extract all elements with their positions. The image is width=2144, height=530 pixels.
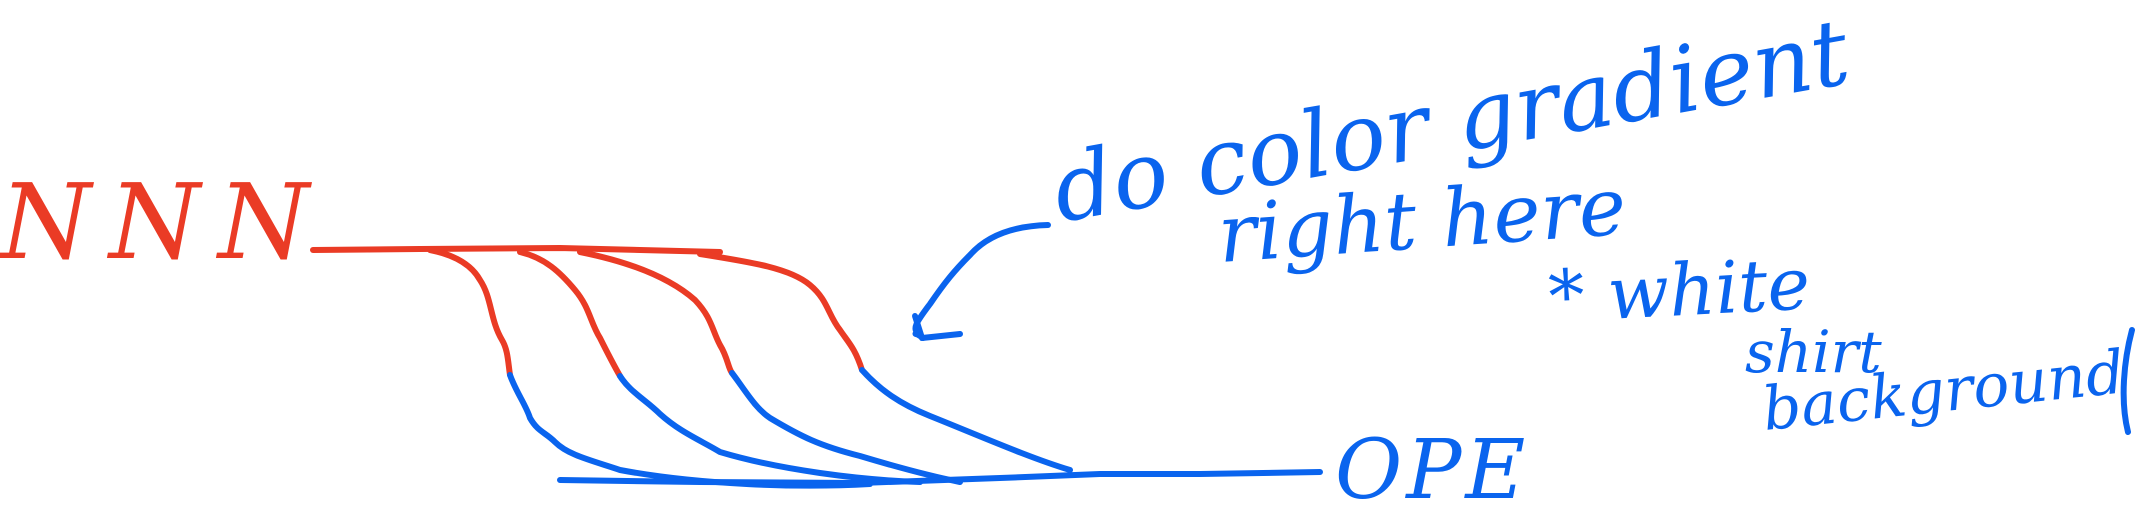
branch-1-blue [507, 372, 873, 489]
right-label: OPE [1335, 423, 1529, 518]
note-line-1: * white [1546, 241, 1812, 339]
main-blue-line [557, 469, 1323, 486]
branch-2-red [517, 249, 623, 379]
main-red-line [310, 245, 723, 255]
branch-1-red [427, 247, 513, 378]
annotation-arrow-shaft [912, 222, 1051, 341]
branch-3-red [577, 249, 735, 376]
branch-2-blue [617, 373, 923, 485]
annotation-arrow-head [912, 313, 963, 341]
note-stroke [2120, 327, 2135, 435]
branch-4-red [697, 251, 865, 373]
note-line-2: shirt [1745, 318, 1882, 386]
branch-3-blue [729, 370, 963, 485]
left-label: NNN [0, 161, 327, 283]
branch-4-blue [859, 367, 1073, 473]
